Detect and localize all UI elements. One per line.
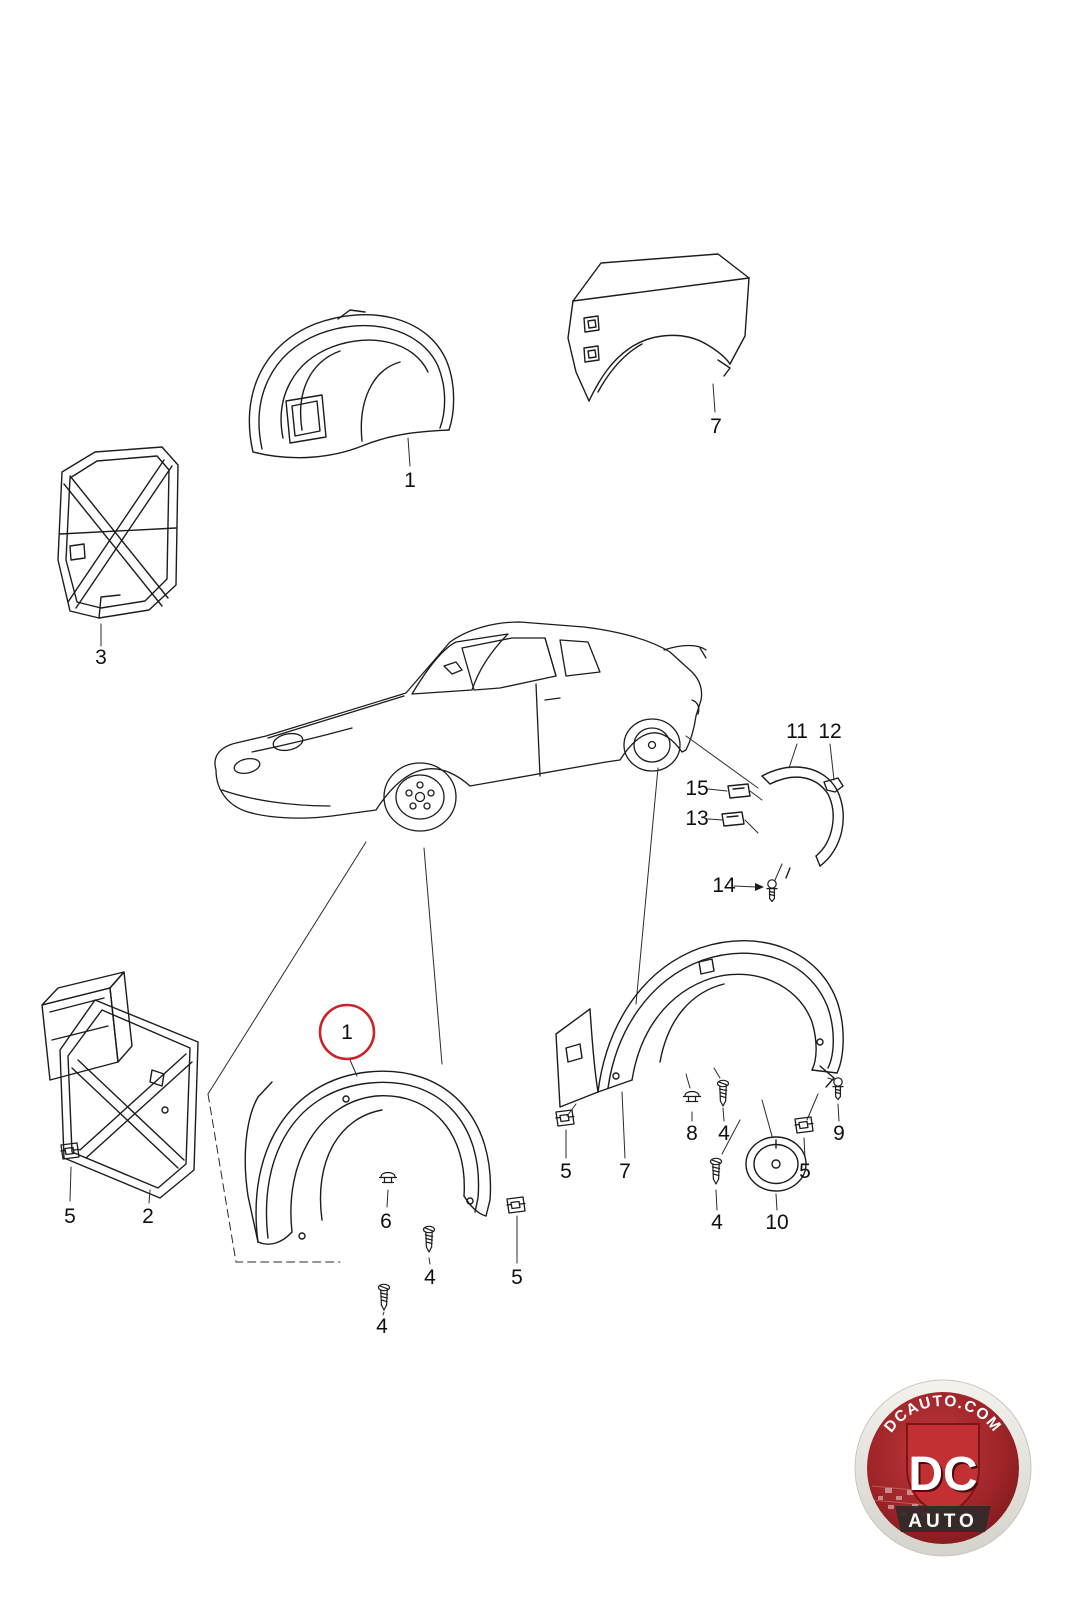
callout-11: 11 xyxy=(786,720,808,743)
screw-icon xyxy=(422,1225,436,1253)
callout-5-rear-right: 5 xyxy=(799,1160,811,1183)
callout-14: 14 xyxy=(712,874,736,897)
part-front-panel-lower xyxy=(41,971,199,1199)
bracket-13-icon xyxy=(721,811,745,827)
car-outline xyxy=(214,621,707,832)
callout-6: 6 xyxy=(380,1210,392,1233)
callout-8: 8 xyxy=(686,1122,698,1145)
part-front-liner-main xyxy=(244,1070,492,1245)
callout-15: 15 xyxy=(685,777,708,800)
arrow-14-icon xyxy=(755,883,764,891)
part-brace-panel-upper xyxy=(57,446,179,619)
callout-1-top-liner: 1 xyxy=(404,469,416,492)
logo-band xyxy=(895,1506,991,1532)
logo-sub-text: AUTO xyxy=(908,1511,977,1532)
part-rear-housing-top xyxy=(567,253,750,402)
bracket-15-icon xyxy=(727,783,751,799)
part-front-liner-top xyxy=(248,309,455,459)
callout-5-front-panel: 5 xyxy=(64,1205,76,1228)
leader-lines xyxy=(69,383,840,1316)
highlight-circle xyxy=(318,1003,376,1061)
callout-4-a: 4 xyxy=(424,1266,436,1289)
grommet-icon xyxy=(682,1090,702,1103)
part-rear-liner-lower xyxy=(555,940,844,1108)
callout-7-top: 7 xyxy=(710,415,722,438)
callout-10: 10 xyxy=(765,1211,788,1234)
callout-13: 13 xyxy=(685,807,708,830)
callout-1-main: 1 xyxy=(341,1021,353,1044)
callout-3: 3 xyxy=(95,646,107,669)
clip-icon xyxy=(506,1196,526,1214)
screw-icon xyxy=(709,1157,723,1185)
logo-brand-text: DC xyxy=(908,1448,977,1501)
mudflap-assembly xyxy=(721,766,844,903)
cover-plate-10 xyxy=(745,1136,807,1192)
callout-7-rear: 7 xyxy=(619,1160,631,1183)
callout-2: 2 xyxy=(142,1205,154,1228)
callout-4-rear-bottom: 4 xyxy=(711,1211,723,1234)
clip-icon xyxy=(794,1116,814,1134)
callout-4-b: 4 xyxy=(376,1315,388,1338)
callout-5-rear-left: 5 xyxy=(560,1160,572,1183)
screw-icon xyxy=(716,1079,730,1107)
bolt-icon xyxy=(832,1077,844,1101)
dcauto-logo: DCAUTO.COM DC DC AUTO xyxy=(854,1379,1032,1557)
screw-icon xyxy=(377,1283,391,1311)
callout-9: 9 xyxy=(833,1122,845,1145)
callouts: 1 7 3 11 12 15 13 14 5 2 1 6 4 5 4 5 7 8… xyxy=(64,415,845,1338)
screw-14-icon xyxy=(766,879,778,903)
callout-4-rear-top: 4 xyxy=(718,1122,730,1145)
logo-brand-shadow: DC xyxy=(910,1450,979,1503)
clip-icon xyxy=(555,1109,575,1127)
callout-12: 12 xyxy=(818,720,841,743)
callout-5-main: 5 xyxy=(511,1266,523,1289)
clip-12-icon xyxy=(823,777,844,793)
grommet-icon xyxy=(378,1171,398,1184)
